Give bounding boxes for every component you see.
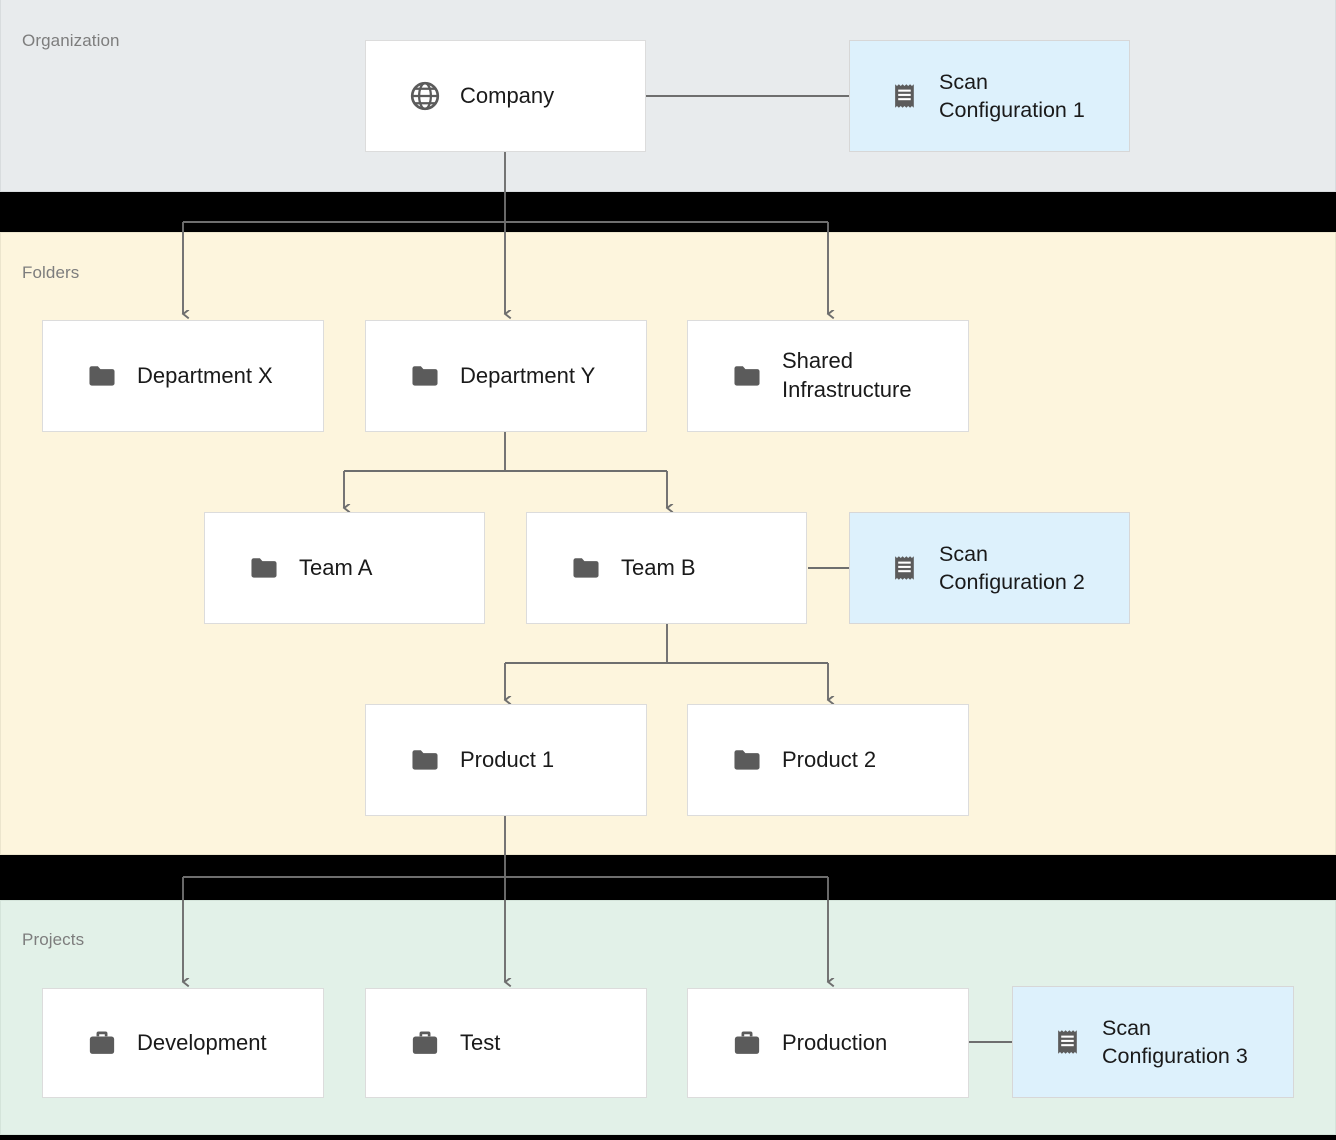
node-product-1[interactable]: Product 1 xyxy=(365,704,647,816)
node-label: Product 1 xyxy=(460,746,555,772)
node-company[interactable]: Company xyxy=(365,40,646,152)
band-label-projects: Projects xyxy=(22,930,85,949)
node-label: Scan Configuration 1 xyxy=(939,69,1085,122)
receipt-icon xyxy=(888,551,922,585)
node-product-2[interactable]: Product 2 xyxy=(687,704,969,816)
node-label: Shared Infrastructure xyxy=(782,348,912,402)
band-label-folders: Folders xyxy=(22,263,80,282)
band-organization xyxy=(0,0,1336,192)
node-department-y[interactable]: Department Y xyxy=(365,320,647,432)
node-development[interactable]: Development xyxy=(42,988,324,1098)
node-label: Test xyxy=(460,1029,501,1055)
node-team-b[interactable]: Team B xyxy=(526,512,807,624)
globe-icon xyxy=(408,79,442,113)
node-label: Scan Configuration 3 xyxy=(1102,1015,1248,1068)
folder-icon xyxy=(569,551,603,585)
node-label: Development xyxy=(137,1029,267,1055)
node-department-x[interactable]: Department X xyxy=(42,320,324,432)
folder-icon xyxy=(408,359,442,393)
node-label: Production xyxy=(782,1029,888,1055)
node-scan-configuration-1[interactable]: Scan Configuration 1 xyxy=(849,40,1130,152)
folder-icon xyxy=(408,743,442,777)
node-scan-configuration-3[interactable]: Scan Configuration 3 xyxy=(1012,986,1294,1098)
node-label: Team B xyxy=(621,554,696,580)
briefcase-icon xyxy=(408,1026,442,1060)
node-label: Team A xyxy=(299,554,373,580)
node-label: Department Y xyxy=(460,362,596,388)
folder-icon xyxy=(85,359,119,393)
node-shared-infrastructure[interactable]: Shared Infrastructure xyxy=(687,320,969,432)
briefcase-icon xyxy=(730,1026,764,1060)
node-label: Company xyxy=(460,82,555,108)
node-label: Scan Configuration 2 xyxy=(939,541,1085,594)
briefcase-icon xyxy=(85,1026,119,1060)
node-test[interactable]: Test xyxy=(365,988,647,1098)
receipt-icon xyxy=(1051,1025,1085,1059)
node-label: Department X xyxy=(137,362,273,388)
folder-icon xyxy=(730,743,764,777)
folder-icon xyxy=(730,359,764,393)
node-label: Product 2 xyxy=(782,746,877,772)
node-production[interactable]: Production xyxy=(687,988,969,1098)
node-team-a[interactable]: Team A xyxy=(204,512,485,624)
band-label-organization: Organization xyxy=(22,31,120,50)
receipt-icon xyxy=(888,79,922,113)
node-scan-configuration-2[interactable]: Scan Configuration 2 xyxy=(849,512,1130,624)
folder-icon xyxy=(247,551,281,585)
